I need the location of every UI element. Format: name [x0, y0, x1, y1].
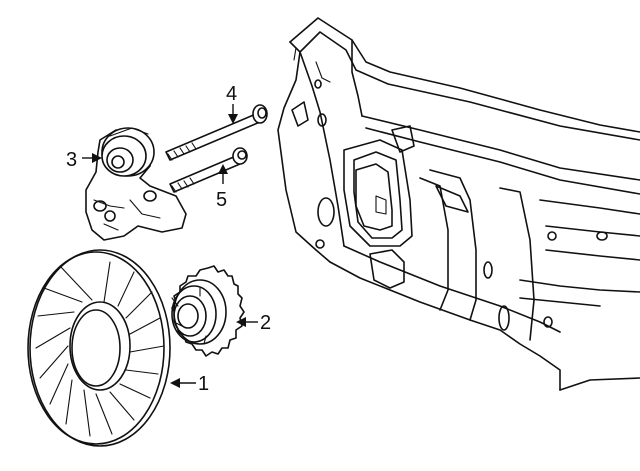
callout-label-3: 3 — [66, 149, 77, 171]
callout-1: 1 — [170, 373, 209, 395]
cooling-fan — [27, 249, 171, 447]
belt-tensioner — [85, 127, 187, 241]
callout-5: 5 — [216, 164, 228, 211]
fan-clutch — [171, 265, 245, 357]
bolt-long — [165, 104, 268, 161]
callout-label-5: 5 — [216, 189, 227, 211]
callout-3: 3 — [66, 149, 102, 171]
callout-2: 2 — [236, 312, 271, 334]
callout-4: 4 — [226, 83, 238, 124]
callout-label-2: 2 — [260, 312, 271, 334]
radiator-support-frame — [277, 17, 640, 391]
callout-label-4: 4 — [226, 83, 237, 105]
callout-label-1: 1 — [198, 373, 209, 395]
